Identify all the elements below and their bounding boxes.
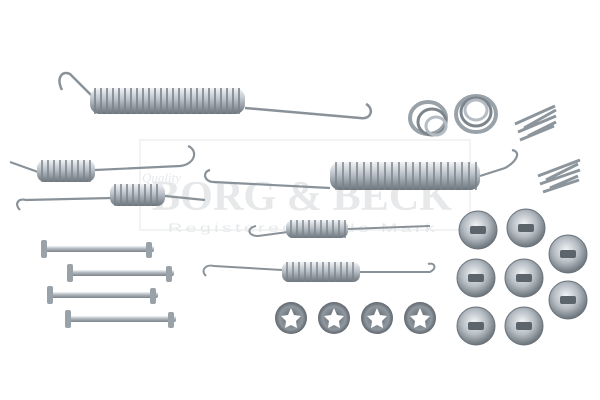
- hold-down-pin-3: [47, 286, 158, 304]
- conical-spring-2: [537, 158, 581, 194]
- star-clip-4: [404, 302, 436, 334]
- hold-down-pin-2: [67, 264, 174, 282]
- conical-spring-1: [514, 104, 557, 142]
- star-clip-1: [275, 302, 307, 334]
- cup-5: [504, 258, 544, 298]
- adjuster-spring-1: [248, 220, 431, 238]
- coil-lines: [94, 88, 240, 114]
- hold-down-pin-4: [65, 310, 176, 328]
- cup-1: [458, 210, 498, 250]
- hold-down-pin-1: [41, 240, 154, 258]
- cup-4: [456, 258, 496, 298]
- coil-spring-1: [408, 100, 448, 137]
- cup-3: [548, 234, 588, 274]
- cup-2: [506, 208, 546, 248]
- return-spring-large: [58, 71, 373, 120]
- hold-down-springs: [408, 94, 581, 194]
- star-clips: [275, 302, 436, 334]
- watermark-script: Quality: [142, 170, 181, 185]
- adjuster-spring-2: [202, 262, 436, 282]
- return-spring-medium-1: [9, 144, 196, 182]
- coil-spring-2: [454, 94, 498, 134]
- star-clip-2: [318, 302, 350, 334]
- cup-6: [548, 280, 588, 320]
- cup-8: [504, 306, 544, 346]
- spring-cups: [456, 208, 588, 346]
- hold-down-pins: [41, 240, 176, 328]
- star-clip-3: [361, 302, 393, 334]
- cup-7: [456, 306, 496, 346]
- return-spring-long: [204, 148, 519, 190]
- return-spring-medium-2: [16, 184, 206, 211]
